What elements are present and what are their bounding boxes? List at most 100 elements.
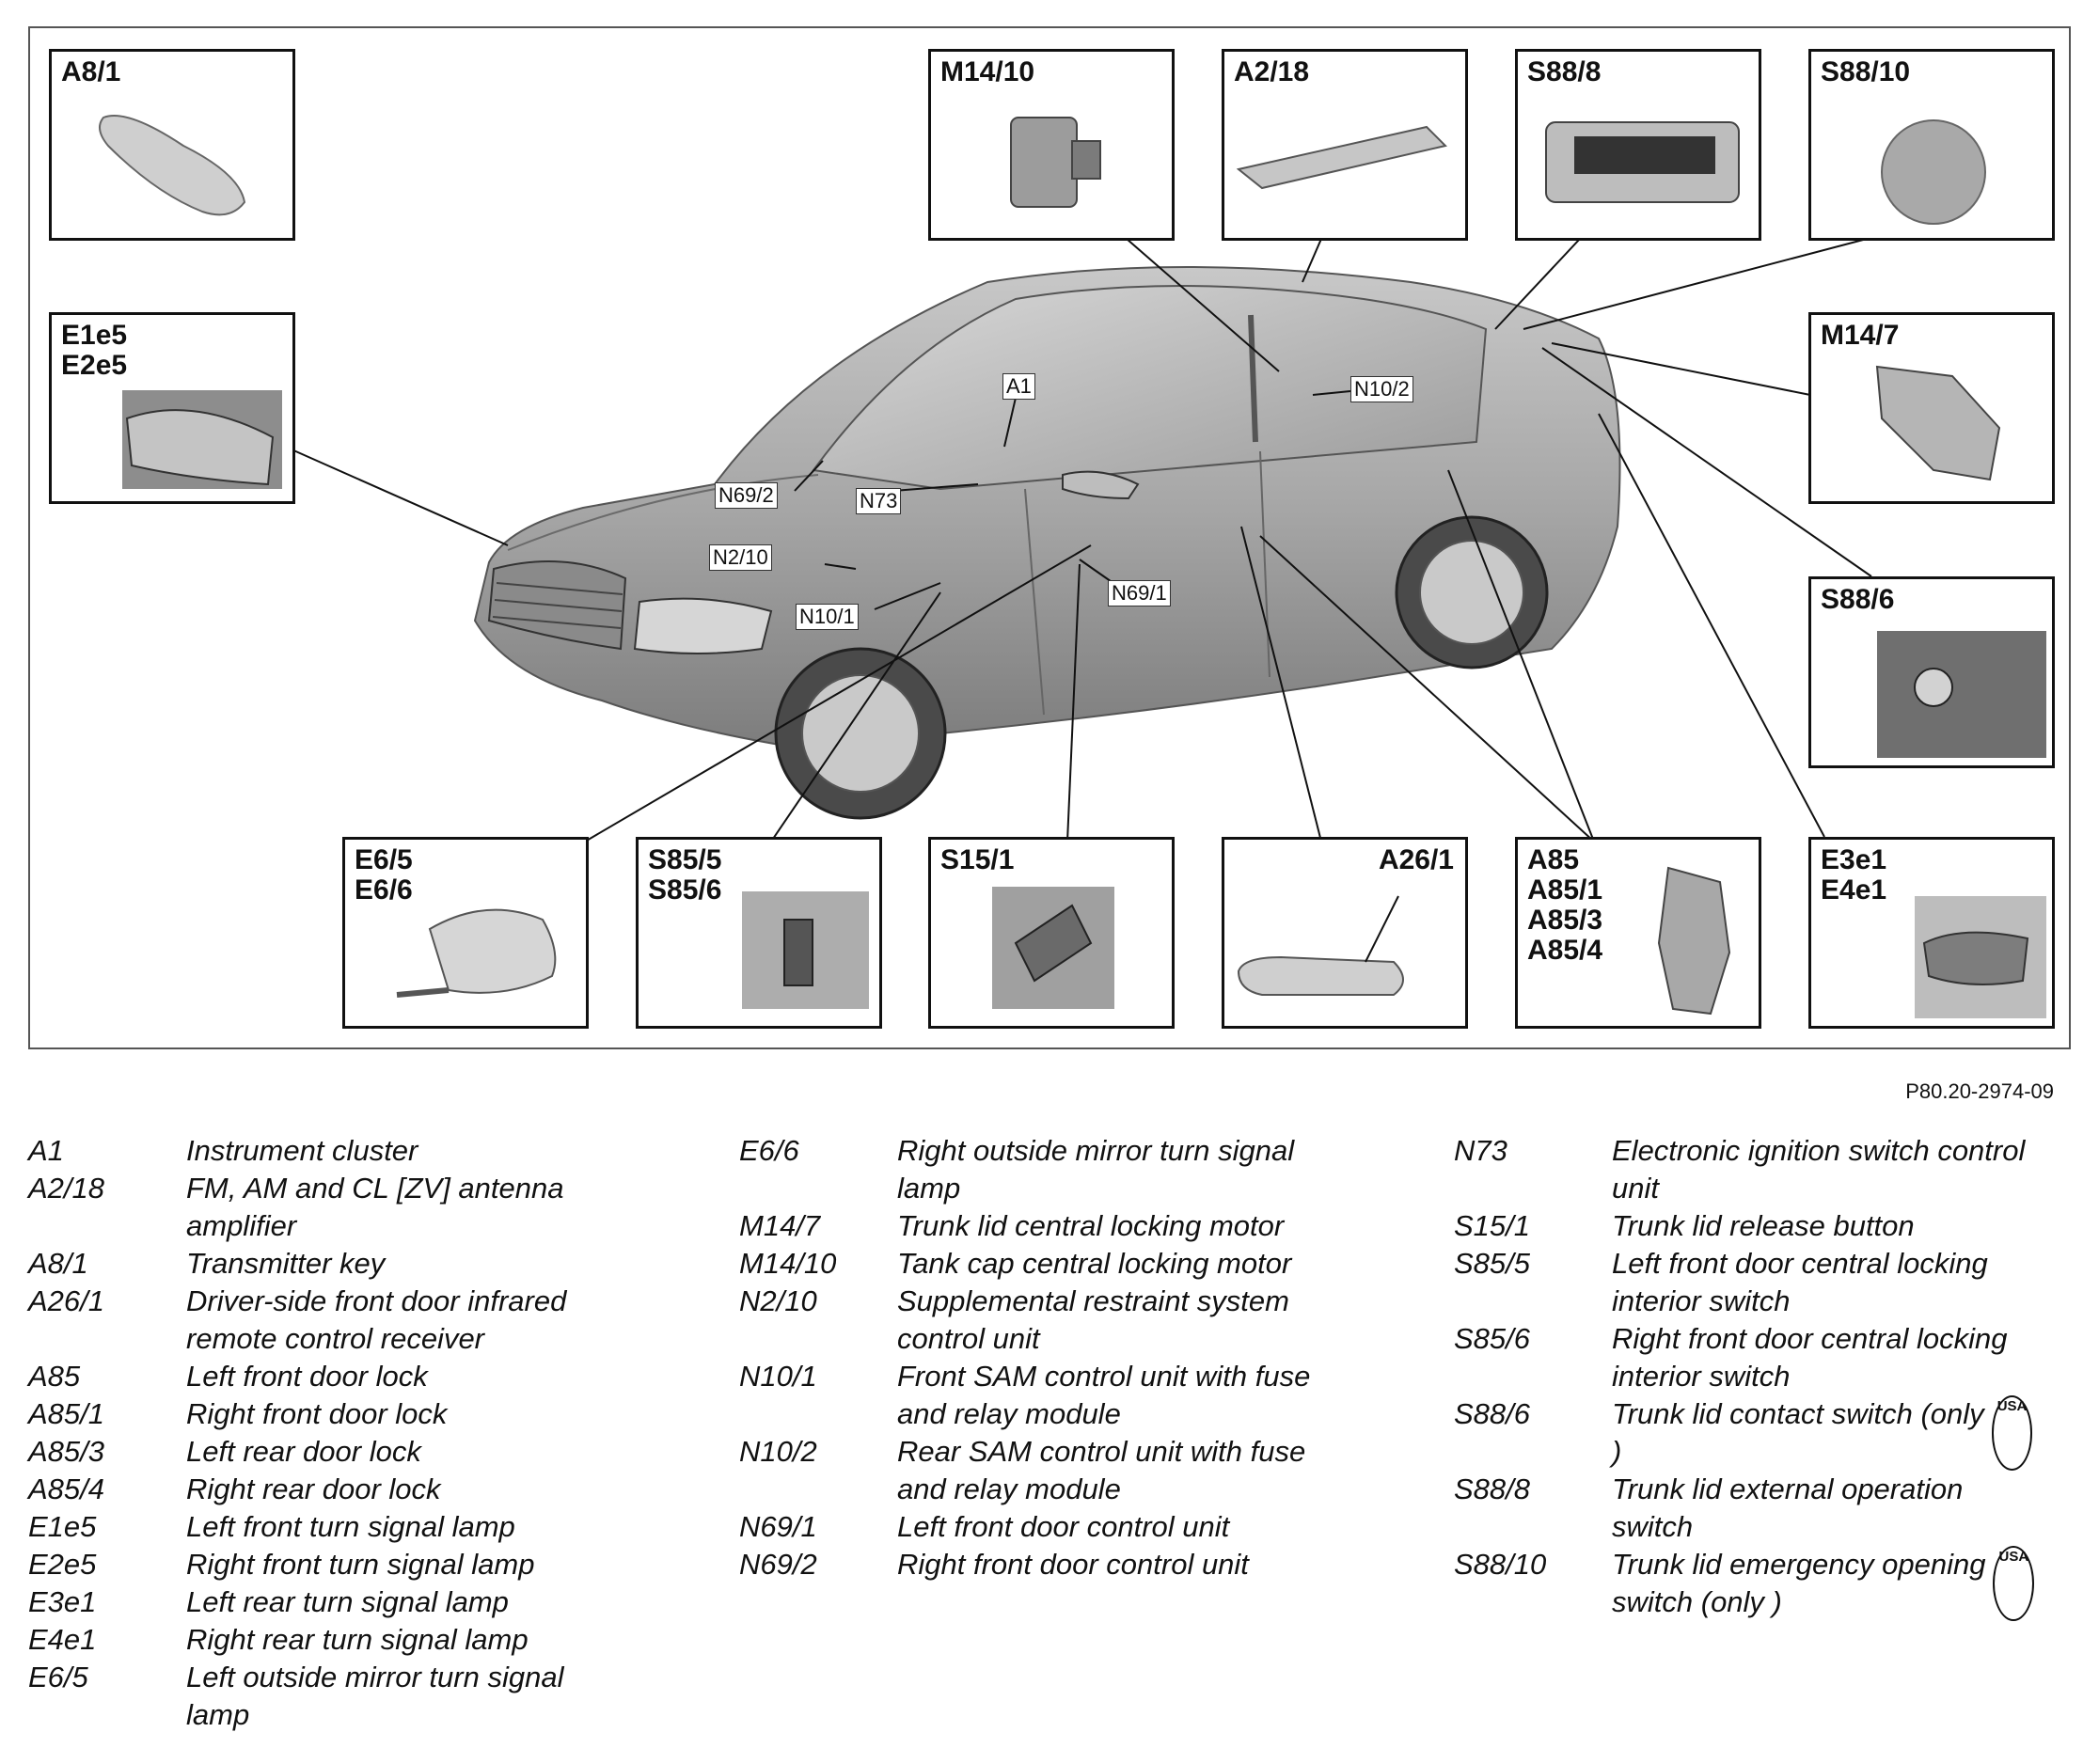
legend-description: Right front door central locking interio… <box>1612 1322 2008 1393</box>
tag-a1: A1 <box>1002 373 1035 400</box>
legend-description: Left front door central locking interior… <box>1612 1247 1988 1317</box>
legend-code: A26/1 <box>28 1284 105 1317</box>
legend-code: M14/7 <box>739 1209 821 1242</box>
legend-description: Right front door control unit <box>897 1548 1249 1581</box>
legend-code: S88/8 <box>1454 1473 1531 1505</box>
legend-description: Rear SAM control unit with fuse and rela… <box>897 1435 1306 1505</box>
legend-code: A8/1 <box>28 1247 88 1280</box>
legend-code: E6/6 <box>739 1134 799 1167</box>
legend-row: E2e5 Right front turn signal lamp <box>28 1546 705 1583</box>
figure-code: P80.20-2974-09 <box>1905 1079 2054 1103</box>
callout-label: S88/10 <box>1821 56 1911 87</box>
legend-code: E6/5 <box>28 1661 88 1693</box>
legend-description: Right outside mirror turn signal lamp <box>897 1134 1295 1205</box>
legend-code: N69/2 <box>739 1548 817 1581</box>
legend-description: Left front door lock <box>186 1360 428 1393</box>
legend-row: E3e1 Left rear turn signal lamp <box>28 1583 705 1621</box>
legend-description: Driver-side front door infrared remote c… <box>186 1284 567 1355</box>
usa-badge-icon: USA <box>1991 1395 2033 1471</box>
callout-s15-1: S15/1 <box>928 837 1175 1029</box>
legend-description: Right front turn signal lamp <box>186 1548 535 1581</box>
callout-s88-6: S88/6 <box>1808 576 2055 768</box>
legend-code: A2/18 <box>28 1172 105 1205</box>
legend-code: E2e5 <box>28 1548 97 1581</box>
tag-n10-1: N10/1 <box>796 604 859 630</box>
legend-description: Electronic ignition switch control unit <box>1612 1134 2026 1205</box>
legend-code: A85/4 <box>28 1473 105 1505</box>
tag-n2-10: N2/10 <box>709 544 772 571</box>
legend-description: Transmitter key <box>186 1247 386 1280</box>
lock-motor-icon <box>1875 365 2001 481</box>
transmitter-key-icon <box>99 115 246 216</box>
callout-a26-1: A26/1 <box>1222 837 1468 1029</box>
legend-row: E6/6 Right outside mirror turn signal lam… <box>739 1132 1416 1207</box>
legend-row: A8/1 Transmitter key <box>28 1245 705 1283</box>
legend-description: FM, AM and CL [ZV] antenna amplifier <box>186 1172 564 1242</box>
callout-e3e1-e4e1: E3e1 E4e1 <box>1808 837 2055 1029</box>
callout-s88-8: S88/8 <box>1515 49 1761 241</box>
legend-row: N73 Electronic ignition switch control un… <box>1454 1132 2075 1207</box>
callout-label: E3e1 E4e1 <box>1821 844 1887 906</box>
callout-m14-7: M14/7 <box>1808 312 2055 504</box>
release-button-icon <box>992 887 1114 1009</box>
legend-description: Supplemental restraint system control un… <box>897 1284 1289 1355</box>
legend-row: E6/5 Left outside mirror turn signal lamp <box>28 1659 705 1734</box>
legend-description: Left front turn signal lamp <box>186 1510 515 1543</box>
callout-a8-1: A8/1 <box>49 49 295 241</box>
legend-code: N73 <box>1454 1134 1507 1167</box>
door-lock-icon <box>1657 866 1731 1016</box>
legend-code: S88/10 <box>1454 1548 1547 1581</box>
legend-row: N2/10 Supplemental restraint system contr… <box>739 1283 1416 1358</box>
door-handle-icon <box>1237 895 1404 996</box>
legend-code: E3e1 <box>28 1585 97 1618</box>
legend-code: S15/1 <box>1454 1209 1531 1242</box>
legend-column-2: E6/6 Right outside mirror turn signal lam… <box>739 1132 1416 1583</box>
legend-row: A85/1 Right front door lock <box>28 1395 705 1433</box>
legend-description: Trunk lid contact switch (only ) <box>1612 1397 1984 1468</box>
legend-description: Left rear door lock <box>186 1435 421 1468</box>
callout-m14-10: M14/10 <box>928 49 1175 241</box>
legend-row: M14/10 Tank cap central locking motor <box>739 1245 1416 1283</box>
headlamp-icon <box>122 390 282 489</box>
motor-icon <box>1010 117 1101 208</box>
callout-label: S85/5 S85/6 <box>648 844 722 906</box>
legend-code: M14/10 <box>739 1247 837 1280</box>
legend-description: Left rear turn signal lamp <box>186 1585 509 1618</box>
antenna-amplifier-icon <box>1236 125 1447 190</box>
legend-code: E4e1 <box>28 1623 97 1656</box>
callout-label: A2/18 <box>1234 56 1310 87</box>
legend-row: A26/1 Driver-side front door infrared rem… <box>28 1283 705 1358</box>
mirror-icon <box>396 908 557 998</box>
callout-label: A8/1 <box>61 56 121 87</box>
legend-code: N10/1 <box>739 1360 817 1393</box>
usa-badge-icon: USA <box>1993 1546 2035 1621</box>
callout-label: M14/7 <box>1821 320 1900 351</box>
callout-label: E6/5 E6/6 <box>355 844 413 906</box>
legend-description: Left front door control unit <box>897 1510 1230 1543</box>
switch-icon <box>1545 121 1740 203</box>
legend-description: Right front door lock <box>186 1397 448 1430</box>
callout-e6-5-e6-6: E6/5 E6/6 <box>342 837 589 1029</box>
legend-code: N69/1 <box>739 1510 817 1543</box>
legend-code: A85/1 <box>28 1397 105 1430</box>
tail-lamp-icon <box>1915 896 2046 1018</box>
legend-code: N2/10 <box>739 1284 817 1317</box>
callout-label: A26/1 <box>1378 844 1454 875</box>
tag-n10-2: N10/2 <box>1350 376 1413 402</box>
legend-description: Instrument cluster <box>186 1134 418 1167</box>
callout-label: E1e5 E2e5 <box>61 320 128 381</box>
car-glass <box>812 285 1488 491</box>
callout-label: M14/10 <box>940 56 1035 87</box>
legend-description: Tank cap central locking motor <box>897 1247 1292 1280</box>
legend-description: Left outside mirror turn signal lamp <box>186 1661 564 1731</box>
contact-switch-icon <box>1877 631 2046 758</box>
